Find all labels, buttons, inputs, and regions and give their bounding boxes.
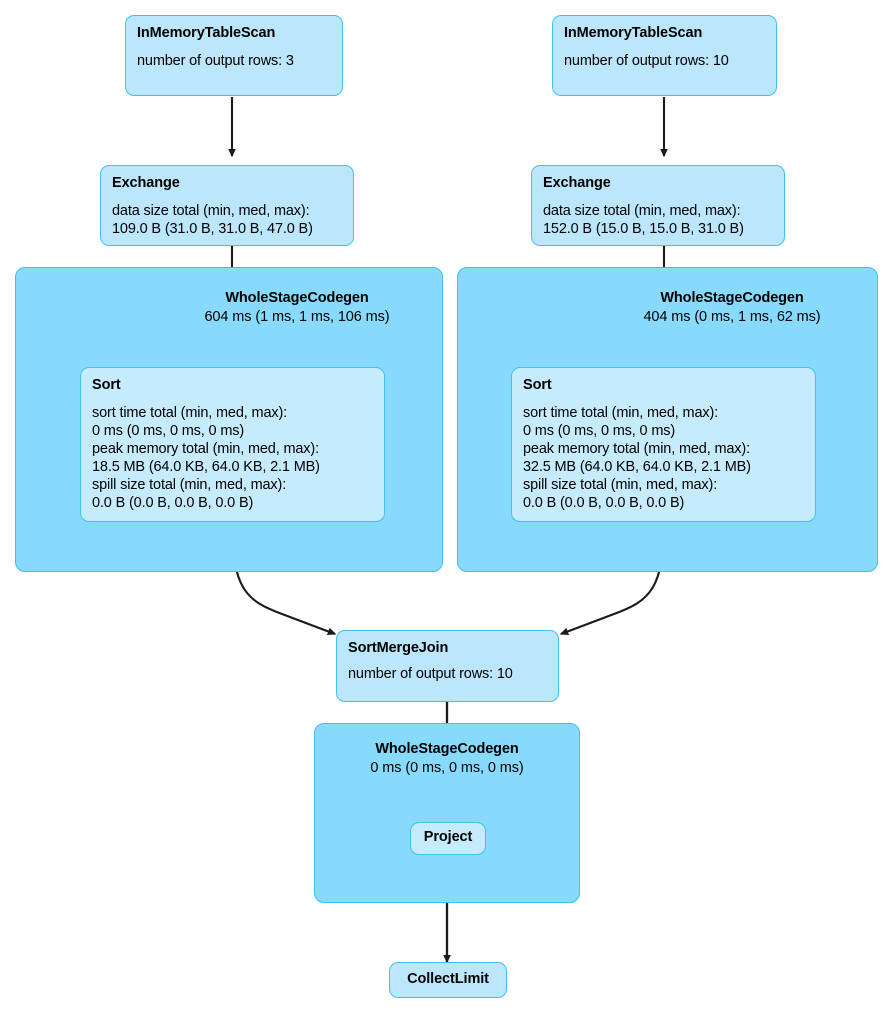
wholestagecodegen-bottom-metric: 0 ms (0 ms, 0 ms, 0 ms) xyxy=(370,759,524,776)
node-sortmergejoin-metrics: number of output rows: 10 xyxy=(348,666,513,683)
node-collectlimit-title: CollectLimit xyxy=(407,970,489,987)
node-inmemorytablescan-left-metrics: number of output rows: 3 xyxy=(137,53,294,70)
node-sort-left-title: Sort xyxy=(92,377,121,393)
wholestagecodegen-bottom-label: WholeStageCodegen 0 ms (0 ms, 0 ms, 0 ms… xyxy=(314,740,580,777)
node-inmemorytablescan-right[interactable]: InMemoryTableScan number of output rows:… xyxy=(552,15,777,96)
wholestagecodegen-right-metric: 404 ms (0 ms, 1 ms, 62 ms) xyxy=(643,308,821,325)
node-exchange-left[interactable]: Exchange data size total (min, med, max)… xyxy=(100,165,354,246)
node-exchange-left-title: Exchange xyxy=(112,175,180,191)
node-sort-right-metrics: sort time total (min, med, max): 0 ms (0… xyxy=(523,405,751,511)
node-project[interactable]: Project xyxy=(410,822,486,855)
node-exchange-right-title: Exchange xyxy=(543,175,611,191)
wholestagecodegen-left-label: WholeStageCodegen 604 ms (1 ms, 1 ms, 10… xyxy=(163,289,431,326)
node-exchange-left-metrics: data size total (min, med, max): 109.0 B… xyxy=(112,203,313,238)
wholestagecodegen-left-title: WholeStageCodegen xyxy=(225,290,369,306)
node-sortmergejoin-title: SortMergeJoin xyxy=(348,640,449,656)
node-sortmergejoin[interactable]: SortMergeJoin number of output rows: 10 xyxy=(336,630,559,702)
node-collectlimit[interactable]: CollectLimit xyxy=(389,962,507,998)
node-sort-left[interactable]: Sort sort time total (min, med, max): 0 … xyxy=(80,367,385,522)
node-sort-right-title: Sort xyxy=(523,377,552,393)
wholestagecodegen-right-title: WholeStageCodegen xyxy=(660,290,804,306)
node-inmemorytablescan-left-title: InMemoryTableScan xyxy=(137,25,276,41)
node-project-title: Project xyxy=(423,829,473,846)
wholestagecodegen-left-metric: 604 ms (1 ms, 1 ms, 106 ms) xyxy=(204,308,390,325)
wholestagecodegen-right-label: WholeStageCodegen 404 ms (0 ms, 1 ms, 62… xyxy=(598,289,866,326)
node-exchange-right[interactable]: Exchange data size total (min, med, max)… xyxy=(531,165,785,246)
wholestagecodegen-bottom-title: WholeStageCodegen xyxy=(375,741,519,757)
node-inmemorytablescan-left[interactable]: InMemoryTableScan number of output rows:… xyxy=(125,15,343,96)
node-inmemorytablescan-right-title: InMemoryTableScan xyxy=(564,25,703,41)
node-inmemorytablescan-right-metrics: number of output rows: 10 xyxy=(564,53,729,70)
node-sort-right[interactable]: Sort sort time total (min, med, max): 0 … xyxy=(511,367,816,522)
wholestagecodegen-container-bottom[interactable] xyxy=(314,723,580,903)
node-exchange-right-metrics: data size total (min, med, max): 152.0 B… xyxy=(543,203,744,238)
node-sort-left-metrics: sort time total (min, med, max): 0 ms (0… xyxy=(92,405,320,511)
